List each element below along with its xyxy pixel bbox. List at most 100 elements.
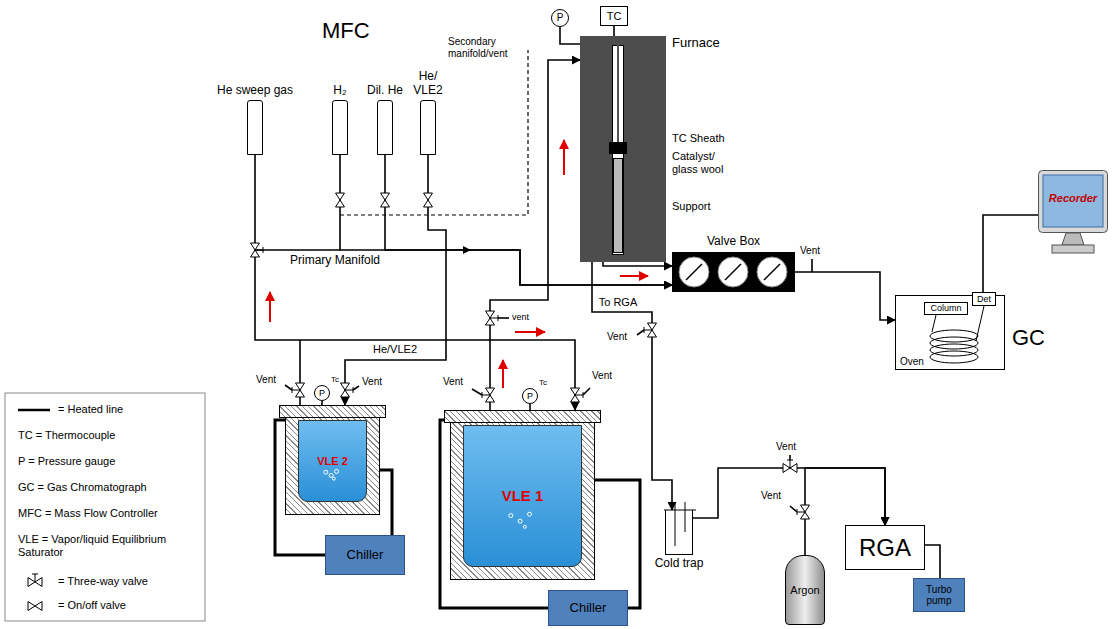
part-label: Support [672,200,711,213]
node-label: RGA [859,534,911,562]
symbol-group [686,264,780,280]
pipe-connector [603,262,672,266]
turbo-pump: Turbo pump [913,578,965,612]
node-label: Column [930,303,961,313]
pipe-line [269,292,271,322]
column-coil [930,351,978,363]
pipe-line [472,389,482,395]
vle-saturator: VLE 2 [285,405,380,515]
drawing-layer [1038,170,1108,255]
node-label: P [319,388,325,398]
part-label: Primary Manifold [290,254,380,268]
vle-saturator: VLE 1 [450,410,595,580]
chiller-box: Chiller [325,535,405,575]
pipe-line [595,480,640,608]
pressure-gauge: P [314,385,330,401]
dial-circle [528,512,532,516]
vessel-lid [279,405,386,418]
process-box: RGA [845,525,925,570]
part-label: Vent [256,374,276,386]
symbol-group [509,512,532,528]
pipe-line [790,506,797,512]
legend-text: TC = Thermocouple [18,429,198,442]
pipe-line [675,502,676,546]
part-label: TC Sheath [672,132,725,145]
part-label: Secondary manifold/vent [448,36,520,59]
legend-frame [1052,245,1094,253]
legend-text: VLE = Vapor/liquid Equilibrium Saturator [18,533,198,558]
pipe-connector [345,155,446,405]
part-label: Vent [443,376,463,388]
valve-symbol [644,323,657,337]
part-label: Tc [539,378,547,387]
pipe-line [255,249,340,251]
mfc-cylinder: H₂ [332,100,348,155]
column-coil [930,344,978,356]
node-label: H₂ [333,84,346,98]
symbol-group [324,469,339,480]
valve-box: Valve Box [672,252,795,292]
mfc-cylinder: He/ VLE2 [420,100,436,155]
pipe-line [685,502,686,532]
dial-circle [329,473,333,477]
pipe-connector [983,215,1038,292]
node-label: VLE 2 [317,455,348,468]
vessel-lid [444,410,601,423]
valve-symbol [28,574,42,587]
connector-label: He/VLE2 [371,343,419,356]
pipe-line [764,264,780,280]
valve-symbol [251,243,264,257]
node-label: Oven [900,356,924,368]
valve-symbol [292,383,305,397]
symbol-group [664,502,696,546]
legend-text: P = Pressure gauge [18,455,198,468]
pipe-line [637,330,644,335]
part-label: Vent [800,245,820,257]
recorder-monitor: Recorder [1038,170,1108,255]
pipe-connector [592,262,672,510]
node-label: Furnace [672,36,720,51]
node-label: Cold trap [655,557,704,571]
valve-symbol [571,388,584,402]
legend-text: GC = Gas Chromatograph [18,481,198,494]
legend-text: = Heated line [58,403,198,416]
pipe-line [620,275,648,277]
pipe-line [498,317,509,319]
valve-symbol [424,193,433,207]
valve-symbol [482,388,495,402]
column-coil [930,330,978,342]
pipe-line [18,409,50,412]
pipe-line [502,360,504,388]
node-label: P [527,391,533,401]
node-label: Chiller [347,548,384,563]
dial-circle [332,477,335,480]
pipe-line [976,306,984,341]
node-label: Chiller [570,601,607,616]
gc-oven: OvenColumnDet [895,295,1005,370]
pipe-connector [340,155,672,285]
part-label: vent [512,312,529,322]
pipe-connector [560,27,580,44]
node-label: Recorder [1038,192,1108,205]
dial-circle [757,257,787,287]
drawing-layer [666,502,694,555]
part-label: Catalyst/ glass wool [672,150,736,175]
pipe-line [353,386,359,390]
pipe-line [664,510,696,511]
pipe-line [563,140,565,175]
pipe-line [932,315,936,332]
dial-circle [518,519,522,523]
tc-sheath [617,45,619,145]
mfc-cylinder: He sweep gas [247,100,263,155]
part-label: Vent [607,331,627,343]
dial-circle [523,525,526,528]
legend-frame [5,393,205,621]
process-box: TC [600,6,628,26]
valve-symbol [486,311,499,325]
pipe-line [515,331,545,333]
dial-circle [324,470,328,474]
valve-symbol [341,383,354,397]
valve-symbol [797,505,810,519]
pressure-gauge: P [522,388,538,404]
valve-symbol [783,460,797,473]
